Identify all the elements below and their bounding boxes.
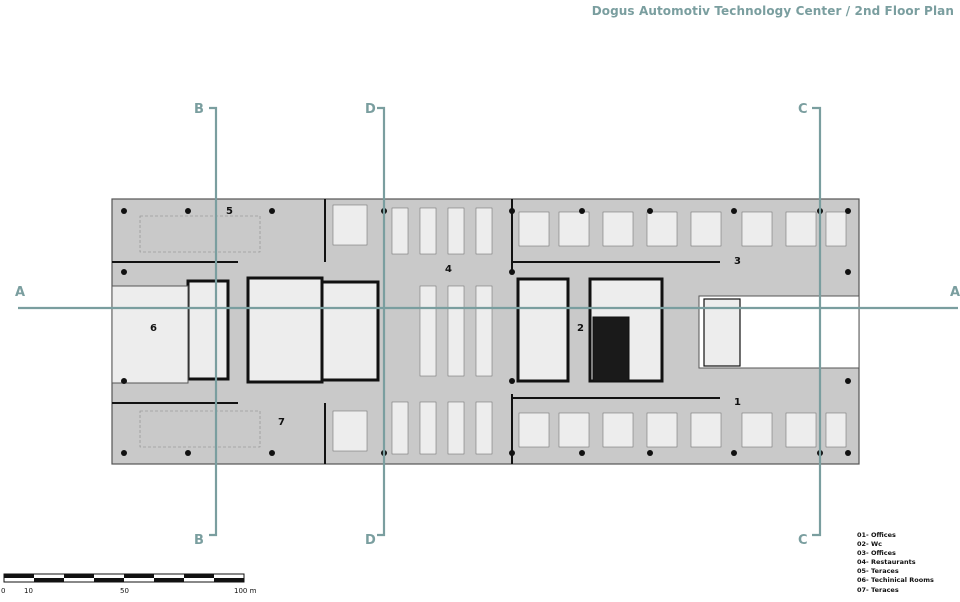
- legend-item: 02- Wc: [857, 540, 883, 549]
- section-mark: C: [798, 102, 808, 117]
- column: [509, 269, 515, 275]
- room-labels: 1 2 3 4 5 6 7: [150, 206, 741, 428]
- west-core: [186, 276, 380, 384]
- scale-bar: 0 10 50 100 m: [1, 573, 257, 595]
- technical-room: [111, 285, 189, 384]
- scale-segment: [154, 578, 184, 582]
- room-label: 4: [445, 264, 452, 275]
- section-mark: A: [15, 285, 25, 300]
- section-mark: D: [365, 533, 376, 548]
- column: [647, 450, 653, 456]
- section-marks: A A B B D D C C: [15, 102, 960, 548]
- column: [269, 208, 275, 214]
- column: [121, 378, 127, 384]
- column: [579, 450, 585, 456]
- column: [121, 208, 127, 214]
- room-label: 1: [734, 397, 741, 408]
- legend-item: 07- Teraces: [857, 585, 899, 594]
- structural-columns: [121, 208, 851, 456]
- column: [845, 378, 851, 384]
- column: [185, 208, 191, 214]
- room-label: 3: [734, 256, 741, 267]
- scale-segment: [214, 578, 244, 582]
- scale-segment: [4, 574, 34, 578]
- scale-tick-label: 100 m: [234, 587, 257, 595]
- scale-segment: [64, 574, 94, 578]
- legend-item: 05- Teraces: [857, 567, 899, 576]
- office-desks-north: [518, 211, 847, 247]
- room-label: 6: [150, 323, 157, 334]
- section-mark: B: [194, 102, 204, 117]
- legend-item: 03- Offices: [857, 549, 896, 558]
- central-core: [516, 277, 664, 383]
- section-mark: D: [365, 102, 376, 117]
- column: [579, 208, 585, 214]
- section-line-c: [812, 106, 822, 537]
- column: [121, 269, 127, 275]
- column: [269, 450, 275, 456]
- room-label: 5: [226, 206, 233, 217]
- scale-tick-label: 50: [120, 587, 129, 595]
- column: [509, 208, 515, 214]
- legend-item: 04- Restaurants: [857, 558, 916, 567]
- scale-segment: [94, 578, 124, 582]
- scale-tick-label: 0: [1, 587, 5, 595]
- office-desks-south: [518, 412, 847, 448]
- legend-item: 01- Offices: [857, 531, 896, 539]
- column: [185, 450, 191, 456]
- plan-title: Dogus Automotiv Technology Center / 2nd …: [591, 4, 954, 18]
- section-lines: [18, 106, 958, 537]
- column: [647, 208, 653, 214]
- section-mark: C: [798, 533, 808, 548]
- section-mark: B: [194, 533, 204, 548]
- legend-item: 06- Techinical Rooms: [857, 576, 934, 585]
- scale-segment: [34, 578, 64, 582]
- column: [845, 450, 851, 456]
- section-line-b: [209, 106, 218, 537]
- column: [731, 450, 737, 456]
- section-line-d: [377, 106, 386, 537]
- scale-tick-label: 10: [24, 587, 33, 595]
- column: [121, 450, 127, 456]
- room-label: 7: [278, 417, 285, 428]
- section-mark: A: [950, 285, 960, 300]
- column: [845, 269, 851, 275]
- scale-segment: [184, 574, 214, 578]
- column: [845, 208, 851, 214]
- east-atrium: [698, 295, 860, 369]
- scale-segment: [124, 574, 154, 578]
- column: [509, 450, 515, 456]
- room-label: 2: [577, 323, 584, 334]
- column: [731, 208, 737, 214]
- terrace-seating: [139, 215, 261, 448]
- column: [509, 378, 515, 384]
- legend: 01- Offices 02- Wc 03- Offices 04- Resta…: [857, 531, 934, 595]
